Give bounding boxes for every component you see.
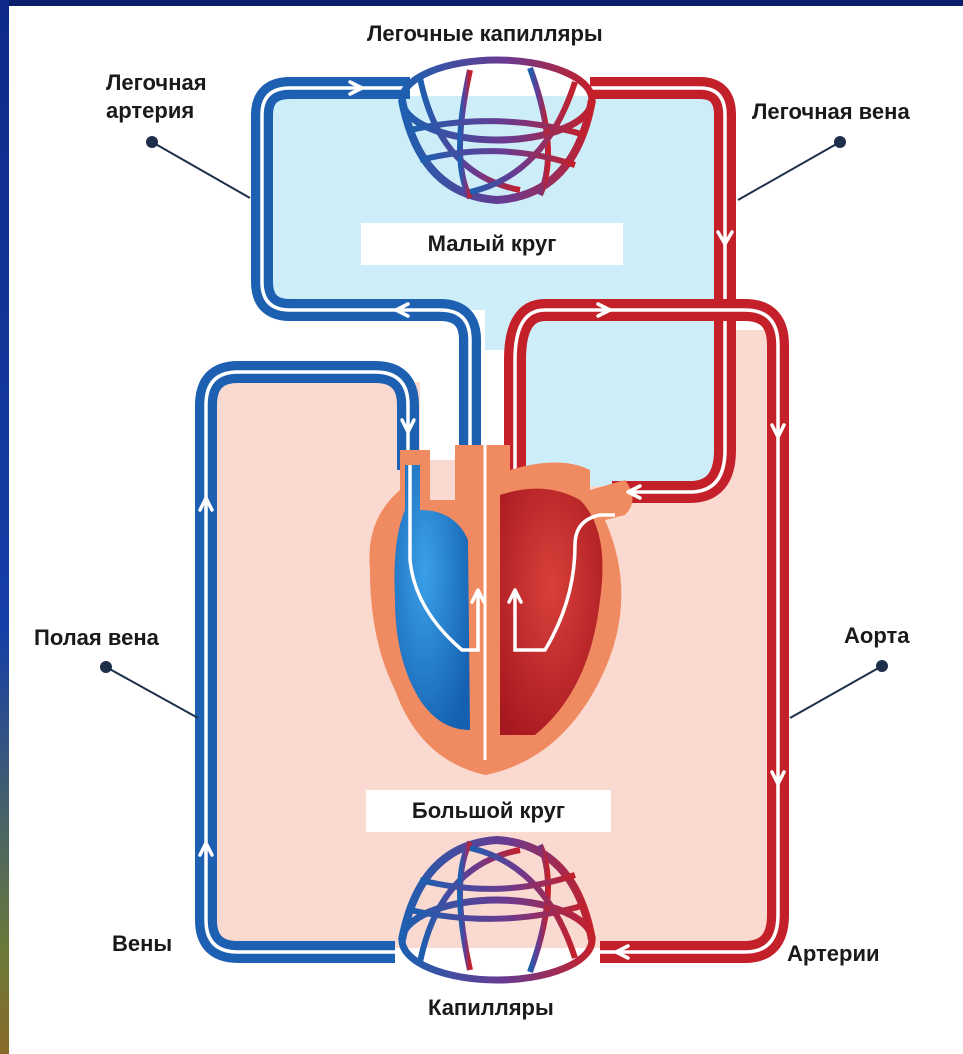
pulmonary-circle-box: Малый круг bbox=[361, 223, 623, 265]
veins-label: Вены bbox=[112, 930, 172, 958]
systemic-circle-box: Большой круг bbox=[366, 790, 611, 832]
systemic-circle-label: Большой круг bbox=[412, 798, 565, 823]
pulmonary-vein-label: Легочная вена bbox=[752, 98, 910, 126]
vena-cava-label: Полая вена bbox=[34, 624, 159, 652]
arteries-label: Артерии bbox=[787, 940, 880, 968]
window-frame bbox=[0, 0, 9, 1054]
aorta-label: Аорта bbox=[844, 622, 909, 650]
pulmonary-circle-label: Малый круг bbox=[428, 231, 557, 256]
diagram-panel: Малый круг Большой круг Легочные капилля… bbox=[9, 6, 963, 1054]
capillaries-label: Капилляры bbox=[428, 994, 554, 1022]
circulation-diagram bbox=[9, 6, 963, 1054]
pulmonary-capillaries-label: Легочные капилляры bbox=[367, 20, 603, 48]
pulmonary-artery-label: Легочная артерия bbox=[106, 69, 207, 125]
